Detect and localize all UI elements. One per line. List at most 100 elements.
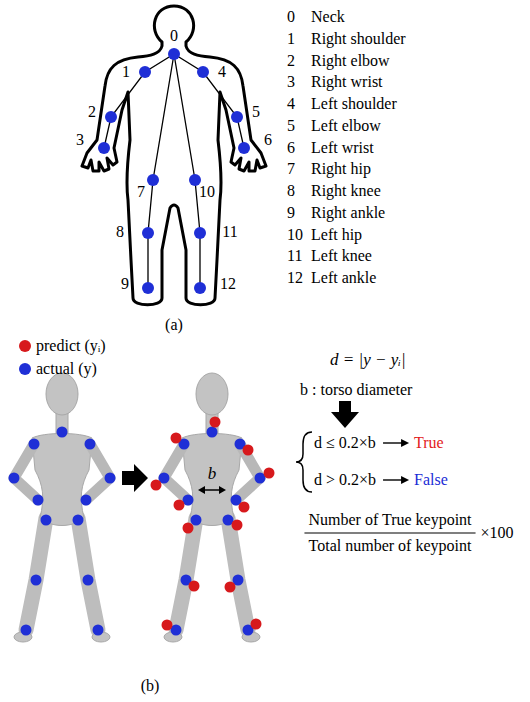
legend-text: predict (yᵢ)	[36, 337, 106, 355]
keypoint-name: Right hip	[311, 160, 371, 178]
body-outline	[82, 6, 266, 305]
actual-keypoint	[31, 575, 42, 586]
keypoint-number: 0	[170, 27, 178, 45]
list-number: 12	[287, 269, 303, 287]
predicted-keypoint	[232, 520, 243, 531]
keypoint-name: Neck	[311, 8, 345, 26]
keypoint-number: 5	[252, 103, 260, 121]
actual-keypoint	[21, 625, 32, 636]
skeleton-line	[104, 54, 244, 288]
fraction-numerator: Number of True keypoint	[308, 511, 471, 529]
skeleton-line	[174, 54, 200, 288]
keypoint-dot	[194, 282, 206, 294]
predicted-keypoint	[251, 619, 262, 630]
actual-keypoint	[9, 427, 266, 636]
keypoint-dot	[105, 111, 117, 123]
fraction-bar	[304, 532, 475, 533]
keypoint-dot	[194, 227, 206, 239]
predicted-keypoint	[189, 581, 200, 592]
predicted-keypoint	[225, 582, 236, 593]
keypoint-name: Left knee	[311, 247, 372, 265]
result-true: True	[414, 434, 444, 452]
keypoint-dot	[147, 174, 159, 186]
actual-keypoint	[83, 575, 94, 586]
keypoint-number: 10	[199, 183, 215, 201]
keypoint-name: Left elbow	[311, 117, 381, 135]
list-number: 4	[287, 95, 295, 113]
keypoint-number: 8	[116, 223, 124, 241]
keypoint-dot	[98, 142, 110, 154]
list-number: 5	[287, 117, 295, 135]
condition-false: d > 0.2×b	[314, 471, 376, 489]
torso-diameter-symbol: b	[208, 464, 217, 484]
percent-factor: ×100	[481, 524, 514, 542]
keypoint-number: 6	[264, 131, 272, 149]
list-number: 7	[287, 160, 295, 178]
result-false: False	[414, 471, 448, 489]
predicted-keypoint	[171, 433, 182, 444]
keypoint-name: Left ankle	[311, 269, 376, 287]
list-number: 10	[287, 225, 303, 243]
keypoint-number: 11	[222, 223, 237, 241]
predicted-keypoint	[162, 620, 173, 631]
actual-keypoint	[33, 495, 44, 506]
condition-true: d ≤ 0.2×b	[314, 434, 376, 452]
predicted-keypoint	[243, 445, 254, 456]
keypoint-number: 2	[88, 103, 96, 121]
keypoint-name: Left hip	[311, 225, 362, 243]
list-number: 6	[287, 138, 295, 156]
implication-arrowhead	[401, 439, 409, 447]
predicted-keypoint	[174, 500, 185, 511]
transition-arrow	[122, 464, 148, 492]
skeleton-line	[104, 54, 244, 148]
predicted-keypoint	[151, 480, 162, 491]
keypoint-name: Right knee	[311, 182, 381, 200]
list-number: 3	[287, 73, 295, 91]
actual-keypoint	[105, 473, 116, 484]
down-arrow	[331, 401, 359, 428]
keypoint-number: 3	[76, 131, 84, 149]
keypoint-dot	[98, 48, 250, 294]
keypoint-number: 7	[137, 183, 145, 201]
keypoint-dot	[168, 48, 180, 60]
keypoint-number: 1	[122, 63, 130, 81]
keypoint-name: Left shoulder	[311, 95, 397, 113]
legend-swatch	[19, 340, 31, 352]
predicted-keypoint	[183, 523, 194, 534]
predicted-keypoint	[264, 468, 275, 479]
predicted-keypoint	[151, 417, 275, 631]
keypoint-name: Right wrist	[311, 73, 383, 91]
torso-width-arrow	[198, 486, 205, 494]
legend-swatch	[19, 363, 31, 375]
actual-keypoint	[73, 515, 84, 526]
predicted-keypoint	[210, 417, 221, 428]
actual-keypoint	[29, 439, 40, 450]
list-number: 2	[287, 51, 295, 69]
actual-keypoint	[9, 473, 20, 484]
list-number: 0	[287, 8, 295, 26]
actual-keypoint	[57, 427, 68, 438]
actual-keypoint	[85, 439, 96, 450]
mannequin-actual	[14, 373, 110, 642]
keypoint-dot	[197, 66, 209, 78]
actual-keypoint	[93, 625, 104, 636]
legend-text: actual (y)	[36, 360, 97, 378]
list-number: 9	[287, 204, 295, 222]
list-number: 8	[287, 182, 295, 200]
actual-keypoint	[207, 427, 218, 438]
list-number: 11	[287, 247, 302, 265]
keypoint-number: 12	[220, 275, 236, 293]
keypoint-dot	[139, 66, 151, 78]
keypoint-name: Left wrist	[311, 138, 374, 156]
keypoint-number: 4	[218, 63, 226, 81]
keypoint-dot	[142, 227, 154, 239]
actual-keypoint	[41, 515, 52, 526]
torso-width-arrow	[198, 486, 226, 494]
distance-formula: d = |y − yᵢ|	[330, 350, 406, 370]
skeleton-line	[148, 54, 174, 288]
brace	[296, 432, 312, 492]
torso-width-arrow	[219, 486, 226, 494]
panel-label: (a)	[165, 316, 183, 334]
implication-arrow	[383, 479, 402, 480]
